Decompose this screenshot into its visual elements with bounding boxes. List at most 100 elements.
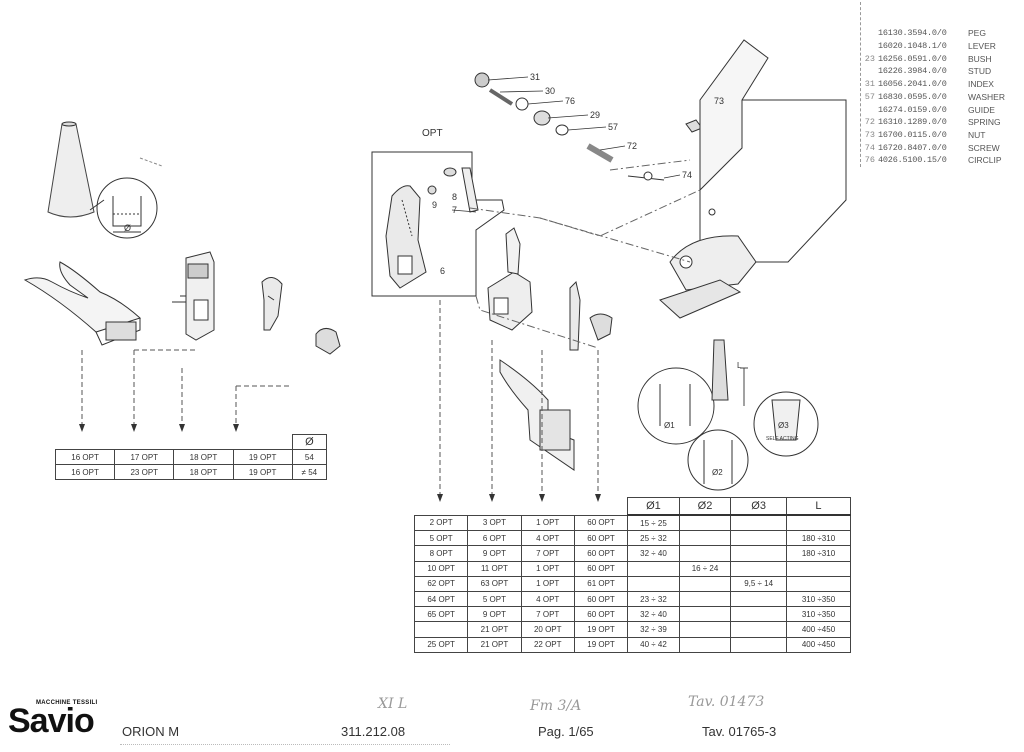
- d3-label: Ø3: [778, 421, 789, 430]
- table-cell: 20 OPT: [520, 621, 575, 638]
- part-position: [861, 65, 878, 78]
- table-cell: 3 OPT: [467, 514, 522, 532]
- table-cell: 6 OPT: [467, 530, 522, 547]
- callout-8: 8: [452, 192, 457, 202]
- measure-detail-3: [753, 391, 819, 457]
- table-cell: 9 OPT: [467, 606, 522, 623]
- column-header: L: [785, 497, 852, 516]
- table-cell: 4 OPT: [520, 530, 575, 547]
- table-cell: 22 OPT: [520, 636, 575, 653]
- table-cell: ≠ 54: [291, 464, 328, 480]
- table-cell: 60 OPT: [573, 530, 629, 547]
- stack-parts: [474, 72, 703, 181]
- table-cell: 5 OPT: [467, 590, 522, 608]
- table-cell: 54: [291, 449, 328, 465]
- part-name: NUT: [968, 129, 986, 140]
- callout-76: 76: [565, 96, 575, 106]
- callout-6: 6: [440, 266, 445, 276]
- left-option-table: Ø 16 OPT 17 OPT 18 OPT 19 OPT 54 16 OPT …: [54, 434, 328, 480]
- handwritten-note-2: Fm 3/A: [530, 698, 582, 714]
- part-name: WASHER: [968, 91, 1005, 102]
- drawing-number: 311.212.08: [341, 724, 406, 739]
- page-number: Pag. 1/65: [538, 724, 594, 739]
- callout-73: 73: [714, 96, 724, 106]
- table-row: 16 OPT 23 OPT 18 OPT 19 OPT ≠ 54: [54, 464, 328, 480]
- table-cell: [730, 514, 787, 532]
- table-cell: 9,5 ÷ 14: [730, 575, 787, 592]
- part-position: [861, 104, 878, 117]
- table-cell: 32 ÷ 40: [627, 545, 680, 562]
- table-cell: 23 OPT: [114, 464, 175, 480]
- table-cell: [678, 514, 732, 532]
- table-cell: 1 OPT: [520, 514, 575, 532]
- table-cell: 15 ÷ 25: [627, 514, 680, 532]
- table-header-row: Ø1 Ø2 Ø3 L: [415, 497, 852, 516]
- table-cell: 400 ÷450: [785, 636, 852, 653]
- part-position: 76: [864, 155, 875, 166]
- table-cell: 8 OPT: [413, 545, 469, 562]
- table-cell: 60 OPT: [573, 514, 629, 532]
- table-cell: 2 OPT: [413, 514, 469, 532]
- part-code: 16274.0159.0/0: [878, 104, 947, 115]
- table-cell: 19 OPT: [232, 449, 293, 465]
- table-number: Tav. 01765-3: [702, 724, 777, 739]
- part-code: 16226.3984.0/0: [878, 66, 947, 77]
- cone-detail-circle: [96, 177, 158, 239]
- table-cell: 32 ÷ 39: [627, 621, 680, 638]
- table-cell: 310 ÷350: [785, 590, 852, 608]
- part-name: CIRCLIP: [968, 155, 1002, 166]
- table-cell: [678, 545, 732, 562]
- part-code: 16830.0595.0/0: [878, 91, 947, 102]
- part-position: 57: [864, 91, 875, 102]
- model-name: ORION M: [122, 724, 180, 739]
- column-header: Ø2: [678, 497, 732, 516]
- table-cell: [730, 636, 787, 653]
- table-cell: 4 OPT: [520, 590, 575, 608]
- callout-31: 31: [530, 72, 540, 82]
- handwritten-note-3: Tav. 01473: [688, 694, 765, 710]
- part-code: 16056.2041.0/0: [878, 79, 947, 90]
- column-header: Ø3: [730, 497, 787, 516]
- table-cell: [678, 636, 732, 653]
- savio-logo: MACCHINE TESSILI Savio: [8, 700, 97, 738]
- d2-label: Ø2: [712, 468, 723, 477]
- part-name: LEVER: [968, 41, 996, 52]
- table-cell: 16 OPT: [54, 464, 116, 480]
- part-name: GUIDE: [968, 104, 995, 115]
- slotted-block-17: [172, 251, 215, 341]
- table-cell: 63 OPT: [467, 575, 522, 592]
- table-cell: 21 OPT: [467, 621, 522, 638]
- table-cell: [730, 606, 787, 623]
- table-cell: 64 OPT: [413, 590, 469, 608]
- table-cell: [785, 514, 852, 532]
- table-cell: 19 OPT: [573, 636, 629, 653]
- opt-detail-box: [371, 151, 505, 297]
- table-cell: [678, 575, 732, 592]
- part-position: [861, 2, 878, 15]
- table-cell: 16 OPT: [54, 449, 116, 465]
- callout-74: 74: [682, 170, 692, 180]
- table-cell: 5 OPT: [413, 530, 469, 547]
- table-cell: [678, 606, 732, 623]
- table-cell: [627, 560, 680, 577]
- table-cell: 62 OPT: [413, 575, 469, 592]
- part-code: [878, 2, 968, 15]
- clip-part: [315, 328, 341, 355]
- part-code: [878, 15, 968, 28]
- d1-label: Ø1: [664, 421, 675, 430]
- self-acting-label: SELF ACTING: [766, 436, 799, 442]
- table-cell: 9 OPT: [467, 545, 522, 562]
- table-cell: 32 ÷ 40: [627, 606, 680, 623]
- table-cell: 60 OPT: [573, 560, 629, 577]
